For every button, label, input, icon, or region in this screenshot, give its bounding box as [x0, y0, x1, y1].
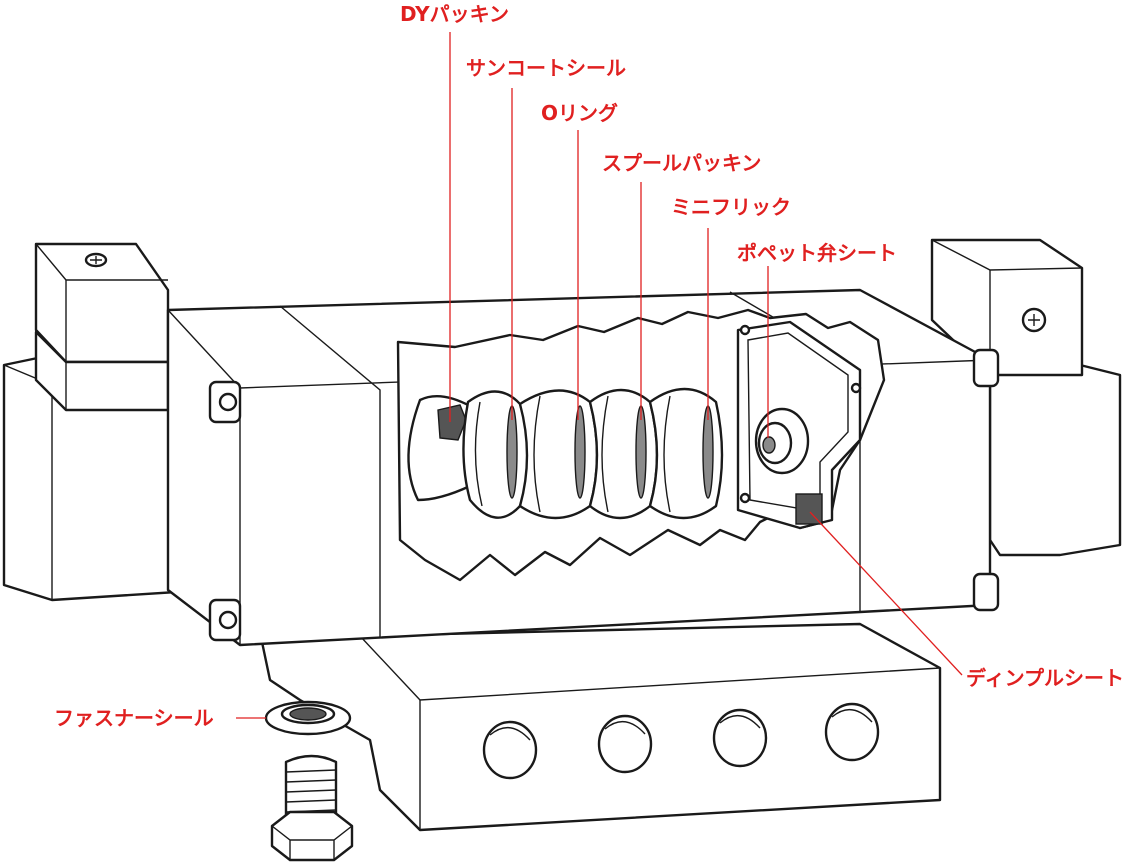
- mount-boss-icon: [208, 348, 1000, 642]
- port-holes: [482, 702, 880, 780]
- right-solenoid: [930, 238, 1122, 557]
- label-suncoat-seal: サンコートシール: [466, 56, 626, 80]
- left-solenoid: [2, 242, 210, 602]
- cap-screw-icon: [84, 252, 108, 268]
- subplate: [260, 622, 942, 832]
- label-dy-packing: DYパッキン: [400, 2, 509, 26]
- fastener-seal-washer: [264, 700, 352, 736]
- screw-icon: [1021, 307, 1047, 333]
- label-spool-packing: スプールパッキン: [602, 151, 761, 175]
- bolt: [270, 754, 354, 862]
- label-dimple-seat: ディンプルシート: [966, 666, 1124, 690]
- label-o-ring: Oリング: [541, 101, 618, 125]
- label-mini-flick: ミニフリック: [671, 195, 791, 219]
- spool: [407, 387, 724, 520]
- callout-labels: DYパッキン サンコートシール Oリング スプールパッキン ミニフリック ポペッ…: [54, 2, 1124, 730]
- label-fastener-seal: ファスナーシール: [54, 706, 214, 730]
- leader-lines: [236, 32, 963, 719]
- leader-dimple-seat: [809, 511, 963, 676]
- label-poppet-valve-seat: ポペット弁シート: [737, 241, 897, 265]
- valve-body: [166, 288, 1000, 647]
- dimple-seat: [795, 493, 823, 525]
